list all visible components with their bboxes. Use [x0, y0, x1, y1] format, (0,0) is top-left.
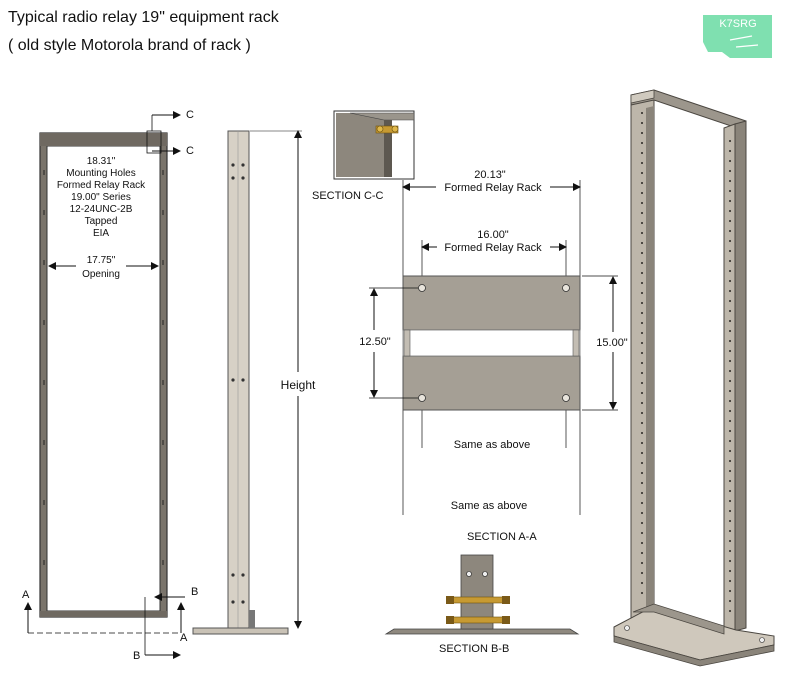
inner-width-label: Formed Relay Rack	[444, 242, 542, 254]
washington-state-shape	[703, 15, 772, 58]
section-cc-flange	[384, 120, 392, 177]
front-top-bar	[40, 133, 167, 146]
c-section-box	[146, 130, 162, 154]
side-base	[192, 627, 289, 635]
section-aa-label: SECTION A-A	[467, 531, 537, 543]
a-label-left: A	[22, 589, 30, 601]
diagram-subtitle: ( old style Motorola brand of rack )	[8, 37, 251, 54]
section-bb-bolt-2	[450, 616, 506, 624]
opening-label: Opening	[82, 269, 120, 280]
rack-3d-view	[613, 89, 775, 667]
outer-width-value: 20.13"	[474, 169, 506, 181]
side-post	[227, 130, 250, 629]
right-dim-value: 15.00"	[596, 337, 628, 349]
mount-line-1: 18.31"	[87, 156, 116, 167]
mount-line-4: 19.00" Series	[71, 192, 131, 203]
b-label-bottom: B	[133, 650, 140, 662]
height-label: Height	[281, 378, 316, 392]
left-dim-value: 12.50"	[359, 336, 391, 348]
front-frame-inner	[46, 145, 161, 612]
b-label-top: B	[191, 586, 198, 598]
section-cc: SECTION C-C	[312, 110, 415, 202]
section-bb: SECTION B-B	[384, 554, 580, 655]
mount-line-6: Tapped	[85, 216, 118, 227]
front-bottom-base	[40, 611, 167, 617]
inner-width-value: 16.00"	[477, 229, 509, 241]
section-aa-top-plate	[402, 275, 581, 331]
side-bracket	[249, 610, 255, 628]
side-view: Height	[192, 130, 316, 635]
diagram-title: Typical radio relay 19" equipment rack	[8, 9, 279, 26]
c-label-bottom: C	[186, 145, 194, 157]
section-aa-bottom-plate	[402, 355, 581, 411]
c-label-top: C	[186, 109, 194, 121]
section-bb-label: SECTION B-B	[439, 643, 509, 655]
a-label-right: A	[180, 632, 188, 644]
logo-text: K7SRG	[719, 18, 756, 30]
k7srg-logo: K7SRG	[703, 15, 772, 58]
front-hole-marks	[43, 170, 164, 565]
section-cc-panel	[336, 113, 384, 177]
outer-width-label: Formed Relay Rack	[444, 182, 542, 194]
section-aa-opening	[402, 329, 581, 357]
section-bb-base	[384, 628, 580, 635]
mount-line-5: 12-24UNC-2B	[70, 204, 133, 215]
front-view: 18.31" Mounting Holes Formed Relay Rack …	[22, 109, 198, 662]
note-outer: Same as above	[451, 500, 527, 512]
section-aa: 20.13" Formed Relay Rack 16.00" Formed R…	[359, 169, 628, 543]
section-cc-label: SECTION C-C	[312, 190, 384, 202]
section-bb-post	[460, 554, 494, 630]
mount-line-2: Mounting Holes	[66, 168, 135, 179]
mount-line-3: Formed Relay Rack	[57, 180, 146, 191]
mount-line-7: EIA	[93, 228, 109, 239]
opening-value: 17.75"	[87, 255, 116, 266]
note-inner: Same as above	[454, 439, 530, 451]
section-bb-bolt-1	[450, 596, 506, 604]
